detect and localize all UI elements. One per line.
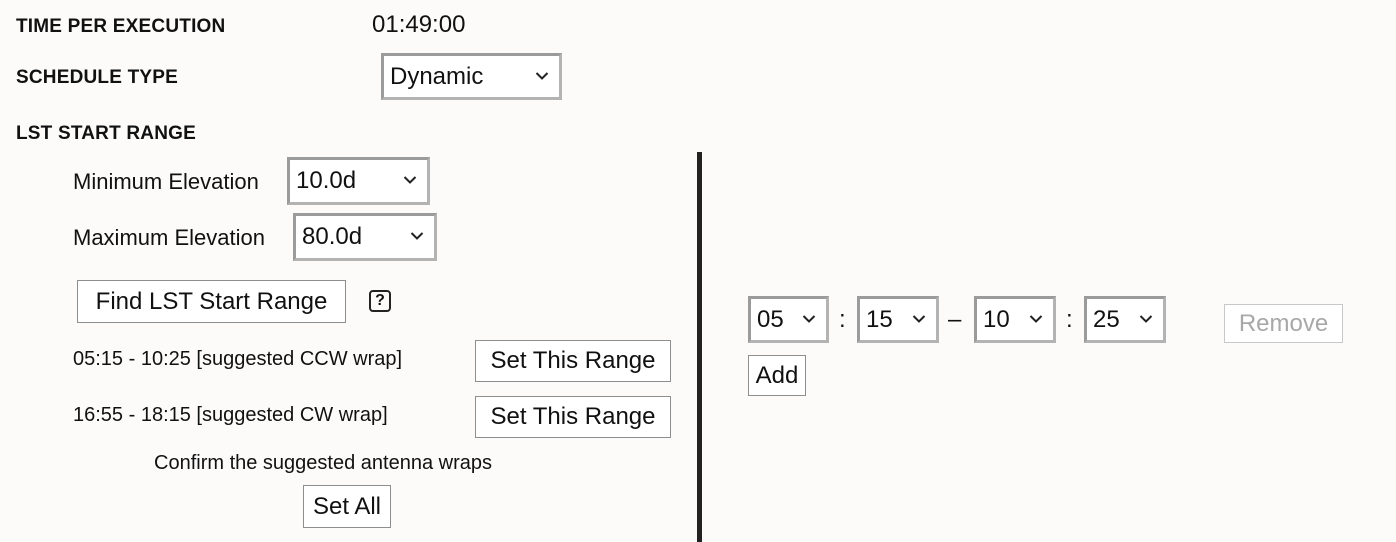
min-elevation-selected: 10.0d (296, 167, 357, 194)
time-per-execution-value: 01:49:00 (372, 11, 466, 38)
range-dash-separator: – (948, 306, 962, 333)
suggested-ccw-range-text: 05:15 - 10:25 [suggested CCW wrap] (73, 348, 403, 370)
confirm-wraps-text: Confirm the suggested antenna wraps (154, 452, 492, 474)
find-lst-start-range-button[interactable]: Find LST Start Range (77, 280, 346, 323)
schedule-type-selected: Dynamic (390, 62, 484, 90)
start-hour-select[interactable]: 05 (748, 296, 829, 343)
lst-start-range-label: LST START RANGE (16, 123, 196, 144)
chevron-down-icon (410, 232, 424, 240)
schedule-type-select[interactable]: Dynamic (381, 53, 562, 100)
set-ccw-range-button[interactable]: Set This Range (475, 340, 671, 382)
add-range-button[interactable]: Add (748, 355, 806, 396)
chevron-down-icon (802, 314, 816, 323)
set-all-button[interactable]: Set All (303, 485, 391, 528)
max-elevation-selected: 80.0d (302, 223, 363, 250)
end-hour-selected: 10 (983, 305, 1010, 333)
max-elevation-select[interactable]: 80.0d (293, 213, 437, 261)
time-colon-separator: : (839, 306, 846, 333)
time-colon-separator: : (1066, 306, 1073, 333)
end-hour-select[interactable]: 10 (974, 296, 1056, 343)
chevron-down-icon (1029, 314, 1043, 323)
end-minute-selected: 25 (1093, 305, 1120, 333)
schedule-type-label: SCHEDULE TYPE (16, 67, 179, 88)
start-minute-select[interactable]: 15 (857, 296, 939, 343)
end-minute-select[interactable]: 25 (1084, 296, 1166, 343)
start-minute-selected: 15 (866, 305, 893, 333)
min-elevation-label: Minimum Elevation (73, 169, 259, 194)
chevron-down-icon (1139, 314, 1153, 323)
chevron-down-icon (535, 71, 549, 80)
suggested-cw-range-text: 16:55 - 18:15 [suggested CW wrap] (73, 404, 388, 426)
min-elevation-select[interactable]: 10.0d (287, 157, 430, 205)
max-elevation-label: Maximum Elevation (73, 225, 265, 250)
help-icon[interactable]: ? (369, 290, 391, 312)
chevron-down-icon (912, 314, 926, 323)
panel-divider (697, 152, 702, 542)
set-cw-range-button[interactable]: Set This Range (475, 396, 671, 438)
start-hour-selected: 05 (757, 305, 784, 333)
remove-range-button[interactable]: Remove (1224, 304, 1343, 343)
chevron-down-icon (403, 176, 417, 184)
time-per-execution-label: TIME PER EXECUTION (16, 16, 226, 37)
